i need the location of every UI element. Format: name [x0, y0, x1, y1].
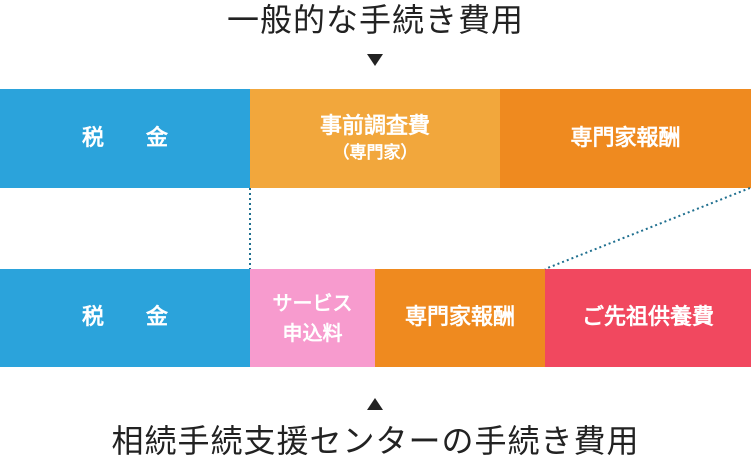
bottom-fee-block: 専門家報酬: [375, 269, 545, 367]
general-cost-title: 一般的な手続き費用: [226, 1, 524, 39]
top-survey-label: 事前調査費: [319, 113, 430, 139]
top-survey-block: 事前調査費 （専門家）: [250, 89, 500, 188]
bottom-memorial-label: ご先祖供養費: [581, 305, 714, 330]
center-cost-title: 相続手続支援センターの手続き費用: [111, 422, 640, 460]
arrow-up-icon: [367, 398, 383, 410]
bottom-fee-label: 専門家報酬: [404, 305, 515, 330]
top-tax-block: 税 金: [0, 89, 250, 188]
bottom-service-label: サービス: [272, 291, 353, 315]
top-survey-sublabel: （専門家）: [332, 142, 418, 163]
right-connector-line: [544, 187, 751, 270]
bottom-service-sublabel: 申込料: [282, 321, 343, 345]
bottom-service-block: サービス 申込料: [250, 269, 375, 367]
top-tax-label: 税 金: [81, 125, 178, 151]
bottom-memorial-block: ご先祖供養費: [545, 269, 751, 367]
bottom-tax-label: 税 金: [81, 305, 178, 330]
top-fee-label: 専門家報酬: [570, 125, 681, 151]
bottom-tax-block: 税 金: [0, 269, 250, 367]
arrow-down-icon: [367, 54, 383, 66]
top-fee-block: 専門家報酬: [500, 89, 751, 188]
